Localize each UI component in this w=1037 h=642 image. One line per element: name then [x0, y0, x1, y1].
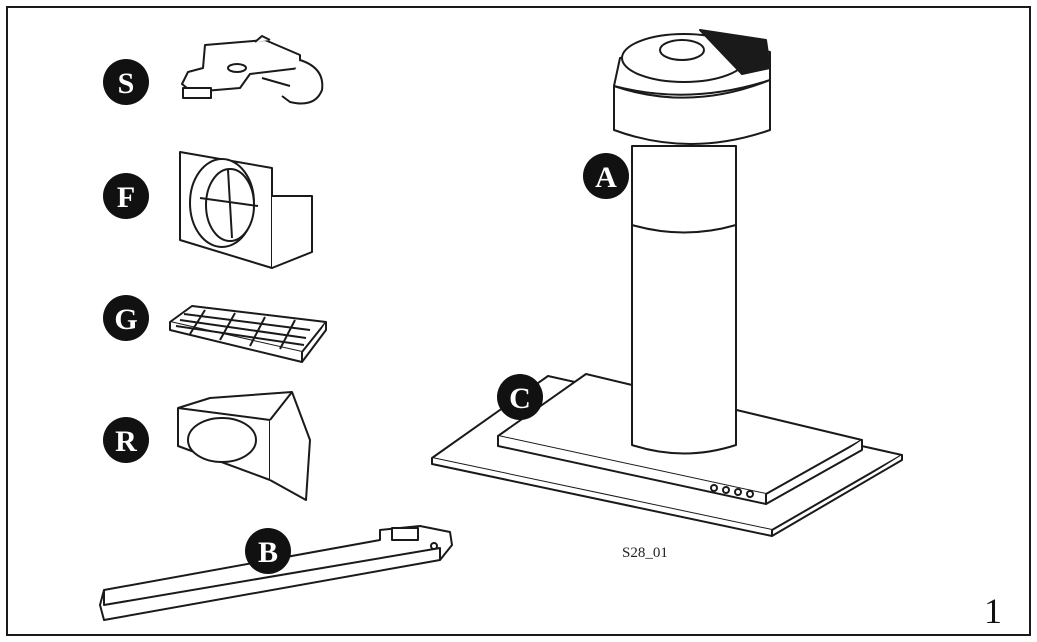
badge-r: R	[103, 417, 149, 463]
part-a-chimney-drawing	[613, 29, 771, 455]
badge-g-text: G	[114, 303, 137, 336]
part-b-rail-drawing	[99, 525, 453, 621]
badge-r-text: R	[115, 425, 137, 458]
badge-a: A	[583, 153, 629, 199]
badge-c-text: C	[509, 382, 531, 415]
badge-f-text: F	[117, 181, 135, 214]
badge-b-text: B	[258, 536, 278, 569]
badge-b: B	[245, 528, 291, 574]
badge-f: F	[103, 173, 149, 219]
diagram-frame	[6, 6, 1031, 636]
badge-s-text: S	[118, 67, 135, 100]
part-r-reducer-drawing	[177, 391, 311, 501]
badge-c: C	[497, 374, 543, 420]
badge-g: G	[103, 295, 149, 341]
part-f-flange-drawing	[179, 151, 313, 269]
figure-number: 1	[984, 591, 1002, 631]
drawing-code: S28_01	[622, 545, 668, 561]
badge-a-text: A	[595, 161, 617, 194]
part-s-bracket-drawing	[181, 35, 324, 105]
badge-s: S	[103, 59, 149, 105]
part-g-filter-drawing	[169, 305, 327, 363]
